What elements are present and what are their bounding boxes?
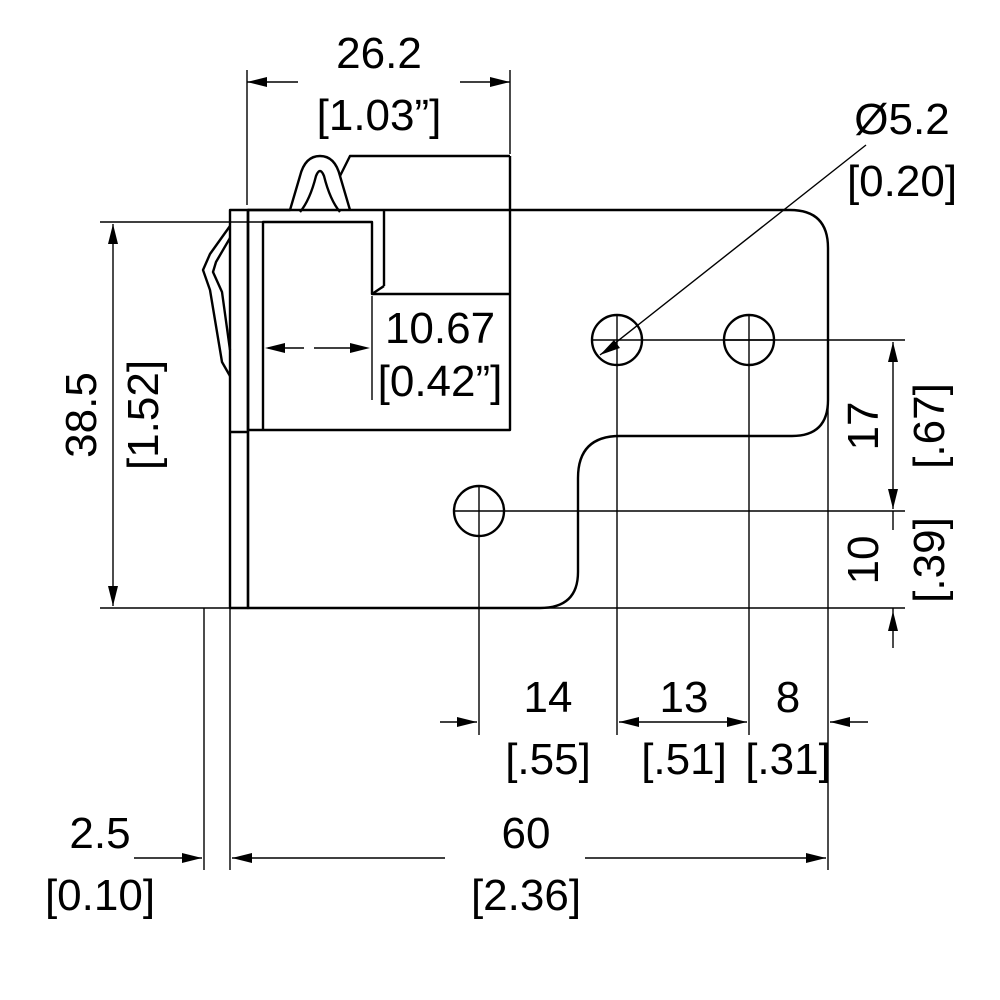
hole-1 — [590, 313, 644, 367]
dim-26-2-inch: [1.03”] — [317, 91, 442, 140]
dim-14-inch: [.55] — [505, 735, 591, 784]
flange-bevel-inner — [211, 237, 232, 351]
plate-outline — [246, 208, 830, 610]
dim-2-5-mm: 2.5 — [69, 809, 130, 858]
spring-tab — [248, 154, 352, 212]
dim-60-inch: [2.36] — [471, 871, 581, 920]
flange-outline — [228, 208, 250, 610]
dim-2-5-inch: [0.10] — [45, 871, 155, 920]
dim-26-2-mm: 26.2 — [336, 29, 422, 78]
spring-tab-inner — [299, 169, 341, 213]
dim-60-mm: 60 — [502, 809, 551, 858]
dim-13-inch: [.51] — [641, 735, 727, 784]
dimension-lines — [100, 70, 905, 870]
spring-tab-outer — [338, 154, 510, 177]
bracket-outline — [201, 154, 830, 610]
dim-17-mm: 17 — [839, 402, 888, 451]
dim-hole-diameter-inch: [0.20] — [847, 157, 957, 206]
dim-8-mm: 8 — [776, 673, 800, 722]
dim-10-mm: 10 — [839, 536, 888, 585]
dim-hole-diameter-mm: Ø5.2 — [854, 95, 949, 144]
dim-10-inch: [.39] — [905, 517, 954, 603]
dim-14-mm: 14 — [524, 673, 573, 722]
dim-17-inch: [.67] — [905, 383, 954, 469]
dimension-labels: 26.2 [1.03”] Ø5.2 [0.20] 10.67 [0.42”] 3… — [45, 29, 957, 920]
dim-10-67-inch: [0.42”] — [378, 357, 503, 406]
clip-inner — [261, 220, 510, 430]
dim-10-67-mm: 10.67 — [385, 304, 495, 353]
hole-3 — [452, 484, 506, 538]
dim-38-5-mm: 38.5 — [57, 372, 106, 458]
clip-inner-corner — [371, 285, 385, 295]
dim-13-mm: 13 — [660, 673, 709, 722]
flange-bevel — [201, 225, 232, 377]
dim-8-inch: [.31] — [745, 735, 831, 784]
dim-38-5-inch: [1.52] — [119, 360, 168, 470]
